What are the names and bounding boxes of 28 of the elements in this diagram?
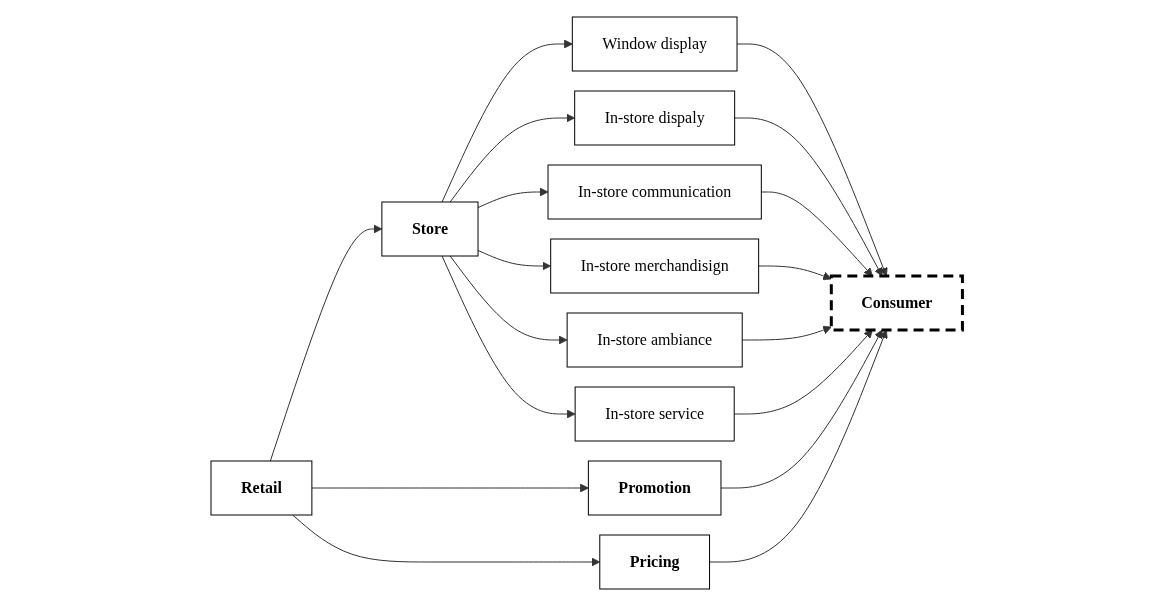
node-box: Consumer [829, 274, 964, 331]
arrow [736, 43, 888, 276]
node-box: In-store merchandisign [549, 238, 759, 293]
arrow [449, 113, 575, 202]
arrow [708, 329, 888, 562]
node-box: Promotion [587, 460, 722, 515]
arrow [477, 249, 551, 270]
node-box: Pricing [599, 534, 710, 589]
arrow [733, 117, 883, 276]
arrow [441, 255, 576, 418]
arrow [477, 187, 549, 208]
arrow [733, 329, 873, 414]
arrow [449, 255, 568, 344]
node-box: In-store communication [547, 164, 762, 219]
node-box: Window display [571, 16, 738, 71]
node-box: In-store dispaly [573, 90, 735, 145]
arrow [760, 191, 873, 276]
arrow [269, 224, 383, 461]
node-box: In-store ambiance [566, 312, 743, 367]
arrow [757, 265, 832, 280]
arrow [311, 483, 589, 492]
node-box: Retail [210, 460, 313, 515]
arrow [741, 325, 832, 340]
node-box: Store [381, 201, 479, 256]
arrow [291, 514, 600, 566]
node-box: In-store service [574, 386, 735, 441]
arrow [441, 39, 573, 202]
arrow [720, 329, 883, 488]
